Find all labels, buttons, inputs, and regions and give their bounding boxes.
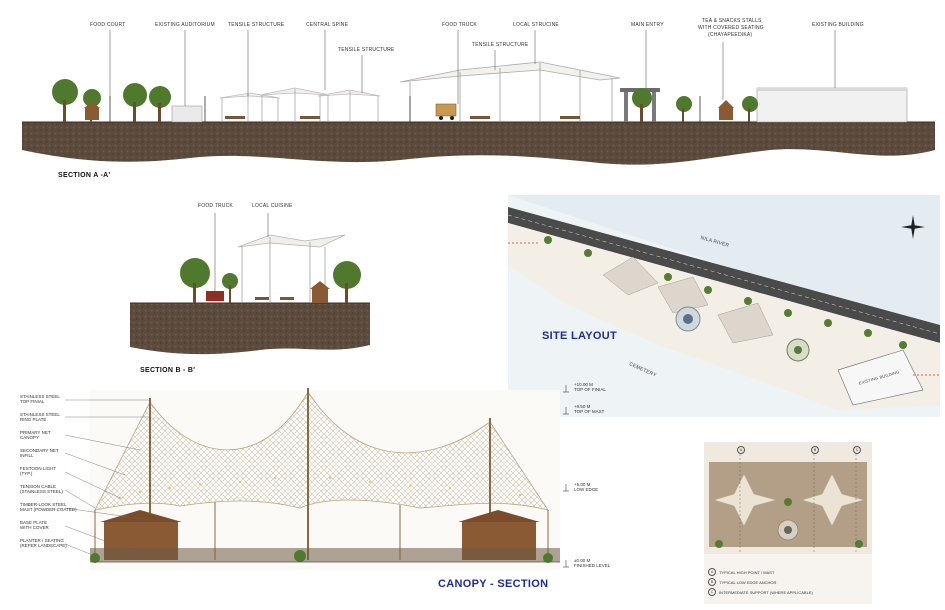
site-layout-plan: NILA RIVER CEMETERY EXISTING BUILDING xyxy=(507,195,941,417)
label-food-truck: FOOD TRUCK xyxy=(442,22,477,28)
existing-building-plan xyxy=(837,349,924,406)
label-tensile-structure: TENSILE STRUCTURE xyxy=(228,22,285,28)
label-b-food-truck: FOOD TRUCK xyxy=(198,203,233,209)
label-tea-stalls-2: WITH COVERED SEATING xyxy=(698,25,764,31)
food-truck-b xyxy=(206,291,224,301)
section-b-title: SECTION B - B' xyxy=(140,367,196,374)
canopy-label-6: TENSION CABLE(STAINLESS STEEL) xyxy=(20,484,63,494)
section-a-drawing: FOOD COURT EXISTING AUDITORIUM TENSILE S… xyxy=(0,0,945,190)
soil-mass-b xyxy=(130,303,370,355)
level-finial: +10.00 mTOP OF FINIAL xyxy=(574,382,606,392)
section-b-drawing: FOOD TRUCK LOCAL CUISINE SECTION B - B' xyxy=(120,195,380,374)
canopy-section-svg xyxy=(64,385,569,570)
site-layout-title: SITE LAYOUT xyxy=(542,330,618,342)
section-b-svg xyxy=(130,213,370,355)
label-tensile-structure-2: TENSILE STRUCTURE xyxy=(338,47,395,53)
kiosks xyxy=(84,100,734,120)
canopy-plan-svg xyxy=(704,442,872,554)
label-local-cuisine: LOCAL STRUCINE xyxy=(513,22,559,28)
seating-band xyxy=(90,548,560,562)
central-tensile xyxy=(399,61,621,83)
food-truck xyxy=(435,103,457,117)
grid-c: C xyxy=(853,446,861,454)
label-main-entry: MAIN ENTRY xyxy=(631,22,664,28)
tensile-b xyxy=(237,234,346,248)
canopy-membrane xyxy=(94,391,549,511)
label-b-local-cuisine: LOCAL CUISINE xyxy=(252,203,293,209)
level-finished: ±0.00 mFINISHED LEVEL xyxy=(574,558,611,568)
canopy-stars xyxy=(712,473,866,527)
existing-building xyxy=(756,87,908,123)
level-low-edge: +5.00 mLOW EDGE xyxy=(574,482,599,492)
section-a-title: SECTION A -A' xyxy=(58,172,111,179)
level-mast: +9.50 mTOP OF MAST xyxy=(574,404,605,414)
grid-a: A xyxy=(737,446,745,454)
site-layout-svg xyxy=(507,195,941,417)
label-existing-building: EXISTING BUILDING xyxy=(812,22,864,28)
canopy-section-title: CANOPY - SECTION xyxy=(438,578,549,590)
north-arrow xyxy=(901,215,925,239)
trees-section-a xyxy=(52,79,758,122)
section-a-svg xyxy=(22,30,935,165)
tensile-structures-left xyxy=(219,87,381,99)
label-food-court: FOOD COURT xyxy=(90,22,126,28)
label-existing-auditorium: EXISTING AUDITORIUM xyxy=(155,22,215,28)
soil-mass xyxy=(22,122,935,165)
canopy-label-5: FESTOON LIGHT(TYP.) xyxy=(20,466,57,476)
label-tea-stalls-1: TEA & SNACKS STALLS xyxy=(702,18,762,24)
label-central-spine: CENTRAL SPINE xyxy=(306,22,349,28)
label-tea-stalls-3: (CHAYAPEEDIKA) xyxy=(708,32,753,38)
road xyxy=(508,207,940,343)
label-tensile-structure-3: TENSILE STRUCTURE xyxy=(472,42,529,48)
canopy-label-9: PLANTER / SEATING(REFER LANDSCAPE) xyxy=(20,538,67,548)
existing-auditorium xyxy=(171,105,203,123)
grid-b: B xyxy=(811,446,819,454)
